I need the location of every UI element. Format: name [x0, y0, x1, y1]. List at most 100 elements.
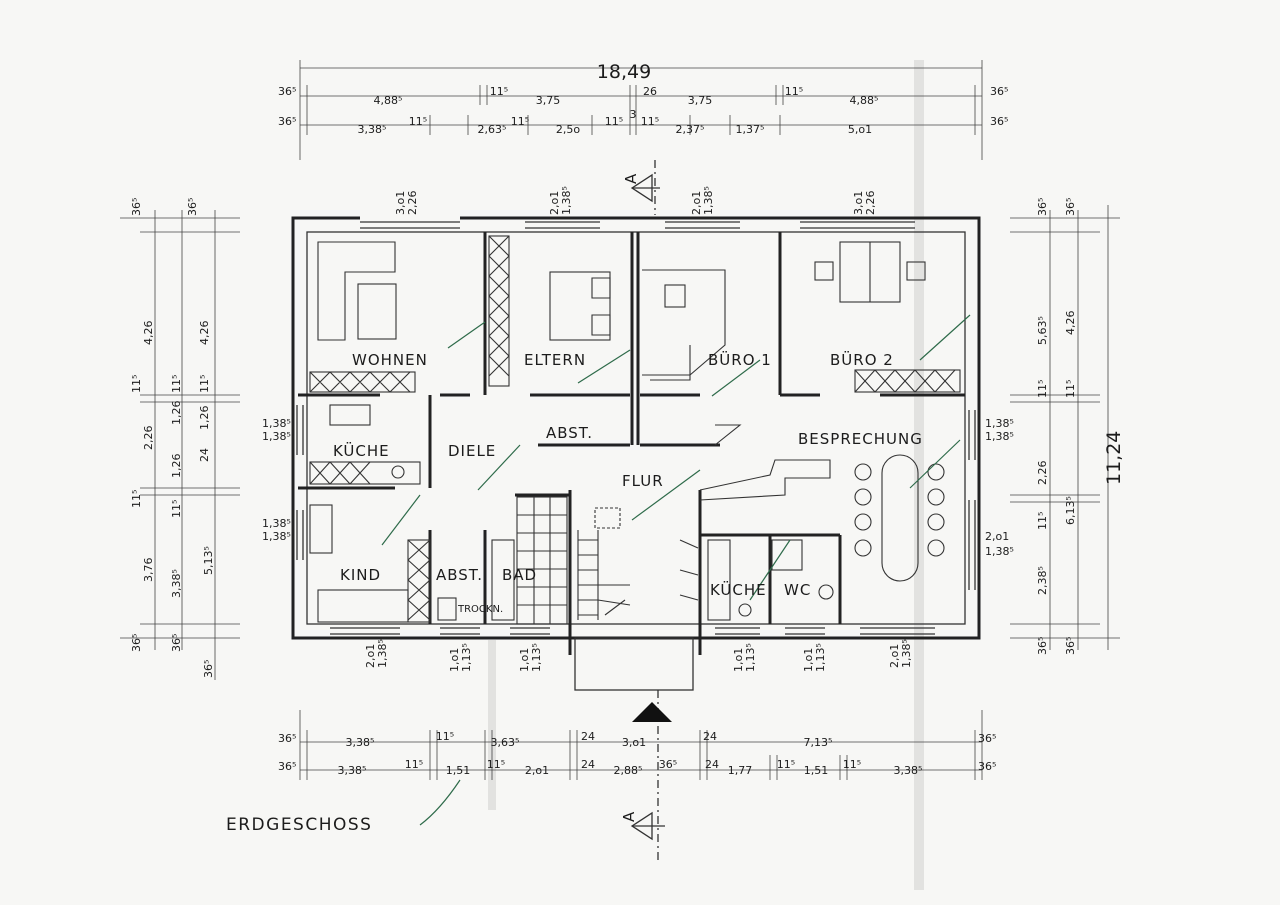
room-label-kueche-left: KÜCHE [333, 441, 390, 460]
windows [296, 216, 976, 635]
dim-label: 36⁵ [278, 85, 296, 98]
dim-label: 2,38⁵ [1036, 566, 1049, 595]
room-label-trockn: TROCKN. [457, 604, 503, 615]
dim-label: 3,76 [142, 558, 155, 583]
opening-dim: 1,38⁵ [262, 417, 291, 430]
opening-dim: 1,38⁵ [262, 530, 291, 543]
dim-label: 11⁵ [436, 730, 454, 743]
total-width: 18,49 [597, 61, 651, 83]
dim-label: 4,88⁵ [850, 94, 879, 107]
room-label-abst-bottom: ABST. [436, 566, 483, 584]
room-label-besprechung: BESPRECHUNG [798, 430, 923, 448]
dim-label: 36⁵ [1064, 637, 1077, 655]
room-label-abst-top: ABST. [546, 424, 593, 442]
dim-label: 36⁵ [1064, 198, 1077, 216]
opening-dim: 2,o1 [364, 644, 377, 668]
opening-dim: 1,38⁵ [262, 430, 291, 443]
room-label-bad: BAD [502, 566, 537, 584]
dim-label: 36⁵ [278, 732, 296, 745]
dim-label: 36⁵ [978, 760, 996, 773]
dim-label: 3,38⁵ [170, 569, 183, 598]
top-dimension-chain: 18,49 36⁵ 4,88⁵ 11⁵ 3,75 26 3,75 11⁵ 4,8… [278, 60, 1008, 160]
opening-dim: 2,o1 [985, 530, 1009, 543]
dim-label: 36⁵ [659, 758, 677, 771]
annotation-marks [381, 314, 971, 826]
dim-label: 36⁵ [186, 198, 199, 216]
opening-dim: 2,26 [406, 191, 419, 216]
dim-label: 2,26 [142, 426, 155, 451]
opening-dim: 1,38⁵ [985, 430, 1014, 443]
opening-dim: 1,38⁵ [900, 639, 913, 668]
opening-dim: 1,o1 [802, 648, 815, 672]
dim-label: 36⁵ [978, 732, 996, 745]
opening-dim: 1,38⁵ [376, 639, 389, 668]
dim-label: 11⁵ [641, 115, 659, 128]
dim-label: 36⁵ [130, 634, 143, 652]
opening-dim: 2,o1 [690, 191, 703, 215]
dim-label: 24 [581, 730, 595, 743]
dim-label: 36⁵ [130, 198, 143, 216]
dim-label: 3,38⁵ [346, 736, 375, 749]
dim-label: 11⁵ [605, 115, 623, 128]
dim-label: 11⁵ [487, 758, 505, 771]
opening-dim: 1,38⁵ [985, 545, 1014, 558]
section-marker-top: A [622, 160, 660, 215]
furniture [309, 235, 961, 625]
opening-dim: 2,o1 [888, 644, 901, 668]
dim-label: 2,5o [556, 123, 580, 136]
opening-dim: 1,o1 [448, 648, 461, 672]
dim-label: 1,51 [804, 764, 829, 777]
opening-dim: 1,13⁵ [744, 643, 757, 672]
room-label-wc: WC [784, 581, 811, 599]
dim-label: 11⁵ [785, 85, 803, 98]
dim-label: 1,77 [728, 764, 753, 777]
dim-label: 26 [643, 85, 657, 98]
section-label: A [620, 811, 638, 822]
dim-label: 1,26 [170, 454, 183, 479]
dim-label: 36⁵ [170, 634, 183, 652]
room-label-eltern: ELTERN [524, 351, 586, 369]
section-marker-bottom: A [620, 690, 665, 860]
dim-label: 1,26 [170, 401, 183, 426]
section-label: A [622, 173, 640, 184]
dim-label: 2,37⁵ [676, 123, 705, 136]
dim-label: 36⁵ [202, 660, 215, 678]
dim-label: 5,o1 [848, 123, 872, 136]
dim-label: 4,26 [142, 321, 155, 346]
room-labels: WOHNEN ELTERN BÜRO 1 BÜRO 2 KÜCHE DIELE … [333, 350, 923, 615]
opening-dim: 3,o1 [394, 191, 407, 215]
dim-label: 24 [198, 448, 211, 462]
dim-label: 36⁵ [278, 115, 296, 128]
dim-label: 11⁵ [511, 115, 529, 128]
room-label-diele: DIELE [448, 442, 496, 460]
dim-label: 3,o1 [622, 736, 646, 749]
dim-label: 5,13⁵ [202, 546, 215, 575]
opening-dim: 1,38⁵ [702, 186, 715, 215]
room-label-kueche-right: KÜCHE [710, 580, 767, 599]
dim-label: 11⁵ [1036, 380, 1049, 398]
dim-label: 4,88⁵ [374, 94, 403, 107]
dim-label: 1,26 [198, 406, 211, 431]
room-label-flur: FLUR [622, 472, 664, 490]
dim-label: 11⁵ [198, 375, 211, 393]
drawing-title: ERDGESCHOSS [226, 815, 372, 835]
dim-label: 6,13⁵ [1064, 496, 1077, 525]
dim-label: 2,63⁵ [478, 123, 507, 136]
dim-label: 5,63⁵ [1036, 316, 1049, 345]
scan-shadow [488, 640, 496, 810]
room-label-kind: KIND [340, 566, 381, 584]
opening-dim: 1,13⁵ [460, 643, 473, 672]
bottom-dimension-chain: 36⁵ 3,38⁵ 11⁵ 3,63⁵ 24 3,o1 24 7,13⁵ 36⁵… [278, 702, 996, 780]
dim-label: 1,51 [446, 764, 471, 777]
dim-label: 2,26 [1036, 461, 1049, 486]
room-label-buero1: BÜRO 1 [708, 350, 772, 369]
opening-dimensions: 3,o1 2,26 2,o1 1,38⁵ 2,o1 1,38⁵ 3,o1 2,2… [262, 186, 1014, 672]
dim-label: 3,38⁵ [894, 764, 923, 777]
dim-label: 36⁵ [990, 85, 1008, 98]
opening-dim: 2,26 [864, 191, 877, 216]
dim-label: 3,75 [536, 94, 561, 107]
opening-dim: 1,38⁵ [560, 186, 573, 215]
dim-label: 3,75 [688, 94, 713, 107]
opening-dim: 1,38⁵ [262, 517, 291, 530]
